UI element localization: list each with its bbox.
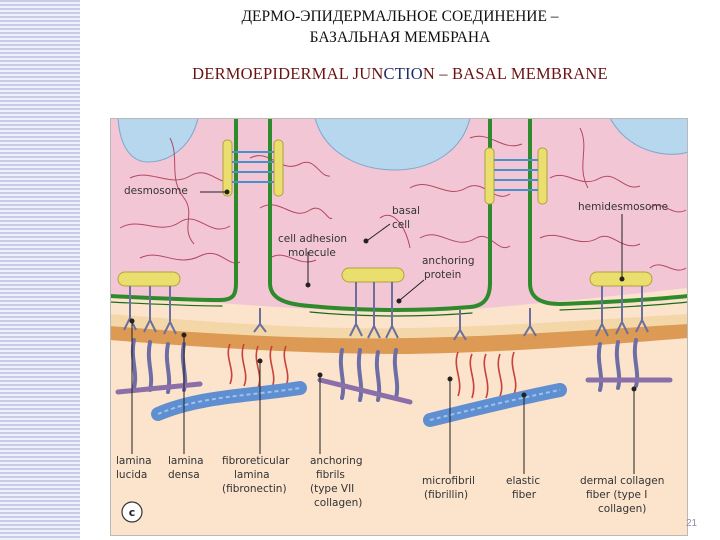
label-fibroreticular-3: (fibronectin) (222, 483, 287, 495)
hemidesmosome-plaque-left (118, 272, 180, 286)
label-cell-adhesion-1: cell adhesion (278, 233, 347, 245)
page-number: 21 (686, 518, 697, 529)
label-dermal-collagen-1: dermal collagen (580, 475, 664, 487)
label-fibroreticular-1: fibroreticular (222, 455, 290, 467)
title-ru-line2: БАЗАЛЬНАЯ МЕМБРАНА (120, 27, 680, 48)
side-stripe-decoration (0, 0, 80, 540)
title-ru-line1: ДЕРМО-ЭПИДЕРМАЛЬНОЕ СОЕДИНЕНИЕ – (120, 6, 680, 27)
title-en-part3: N – BASAL MEMBRANE (423, 64, 608, 83)
label-anchoring-protein-1: anchoring (422, 255, 475, 267)
label-dermal-collagen-2: fiber (type I (586, 489, 647, 501)
label-lamina-lucida-1: lamina (116, 455, 152, 467)
panel-letter: c (129, 506, 136, 519)
label-anchoring-protein-2: protein (424, 269, 461, 281)
label-dermal-collagen-3: collagen) (598, 503, 646, 515)
label-anchoring-fibrils-3: (type VII (310, 483, 354, 495)
label-lamina-lucida-2: lucida (116, 469, 147, 481)
label-basal-cell-2: cell (392, 219, 410, 231)
dermoepidermal-junction-diagram: desmosome basal cell hemidesmosome cell … (110, 118, 688, 536)
label-elastic-fiber-2: fiber (512, 489, 537, 501)
title-en-part2: CTIO (384, 64, 423, 83)
hemidesmosome-plaque-center (342, 268, 404, 282)
label-anchoring-fibrils-1: anchoring (310, 455, 363, 467)
label-fibroreticular-2: lamina (234, 469, 270, 481)
label-hemidesmosome: hemidesmosome (578, 201, 668, 213)
label-lamina-densa-2: densa (168, 469, 200, 481)
label-desmosome: desmosome (124, 185, 188, 197)
label-microfibril-2: (fibrillin) (424, 489, 468, 501)
label-anchoring-fibrils-4: collagen) (314, 497, 362, 509)
label-microfibril-1: microfibril (422, 475, 475, 487)
label-basal-cell-1: basal (392, 205, 420, 217)
label-cell-adhesion-2: molecule (288, 247, 336, 259)
label-elastic-fiber-1: elastic (506, 475, 540, 487)
label-lamina-densa-1: lamina (168, 455, 204, 467)
title-en-part1: DERMOEPIDERMAL JUN (192, 64, 383, 83)
title-en: DERMOEPIDERMAL JUNCTION – BASAL MEMBRANE (120, 64, 680, 84)
label-anchoring-fibrils-2: fibrils (316, 469, 345, 481)
